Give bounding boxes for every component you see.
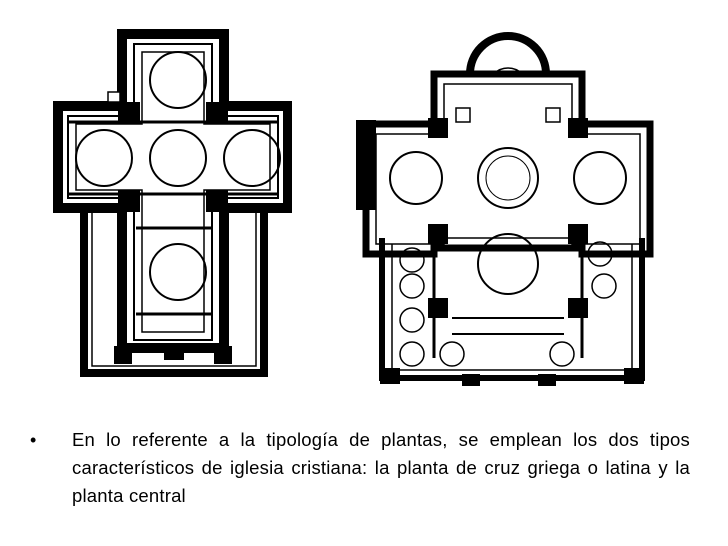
bullet-marker: • <box>30 430 37 450</box>
bullet-list: • En lo referente a la tipología de plan… <box>30 426 690 510</box>
bullet-text: En lo referente a la tipología de planta… <box>72 429 690 506</box>
cross-plan-image <box>53 29 292 377</box>
central-plan-image <box>356 32 654 386</box>
